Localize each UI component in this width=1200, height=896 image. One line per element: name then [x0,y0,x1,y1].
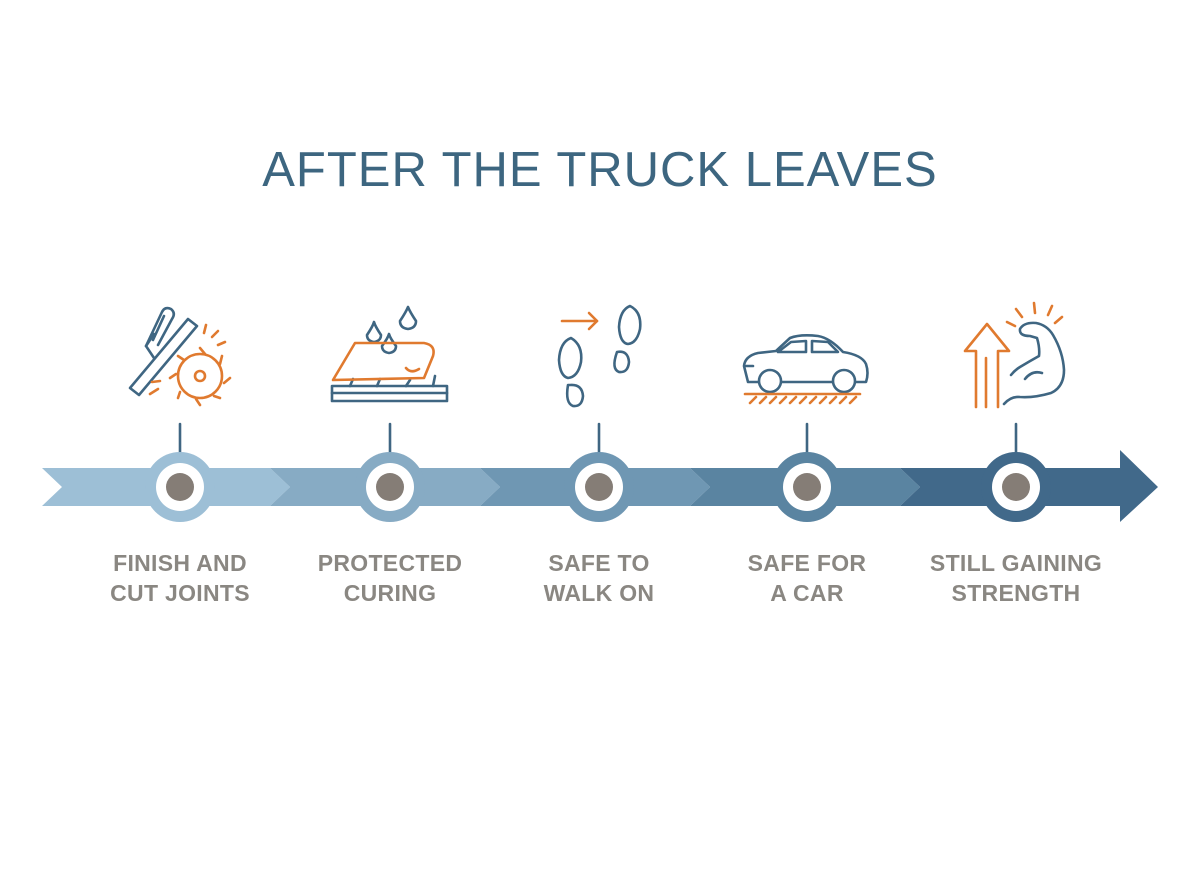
step-stems [178,422,1018,454]
step-label-line-1: STILL GAINING [929,550,1103,576]
timeline-nodes [145,452,1051,522]
node-strength [981,452,1051,522]
step-label-strength: STILL GAINING STRENGTH [906,548,1126,608]
car-icon [742,334,869,405]
step-label-line-1: SAFE TO [548,550,650,576]
node-car [772,452,842,522]
trowel-saw-icon [128,306,232,407]
step-label-line-2: A CAR [770,580,844,606]
step-label-finish: FINISH AND CUT JOINTS [70,548,290,608]
step-label-line-2: WALK ON [543,580,655,606]
step-label-line-2: CUT JOINTS [110,580,250,606]
flexed-arm-icon [963,301,1066,409]
step-label-line-2: CURING [343,580,437,606]
step-label-walk: SAFE TO WALK ON [489,548,709,608]
step-label-car: SAFE FOR A CAR [697,548,917,608]
node-curing [355,452,425,522]
node-finish [145,452,215,522]
step-label-curing: PROTECTED CURING [280,548,500,608]
step-label-line-1: PROTECTED [317,550,463,576]
page-title: AFTER THE TRUCK LEAVES [262,143,938,197]
footprints-icon [557,304,642,408]
node-walk [564,452,634,522]
curing-cover-icon [330,305,449,403]
step-label-line-2: STRENGTH [951,580,1081,606]
step-label-line-1: SAFE FOR [747,550,867,576]
step-label-line-1: FINISH AND [113,550,247,576]
